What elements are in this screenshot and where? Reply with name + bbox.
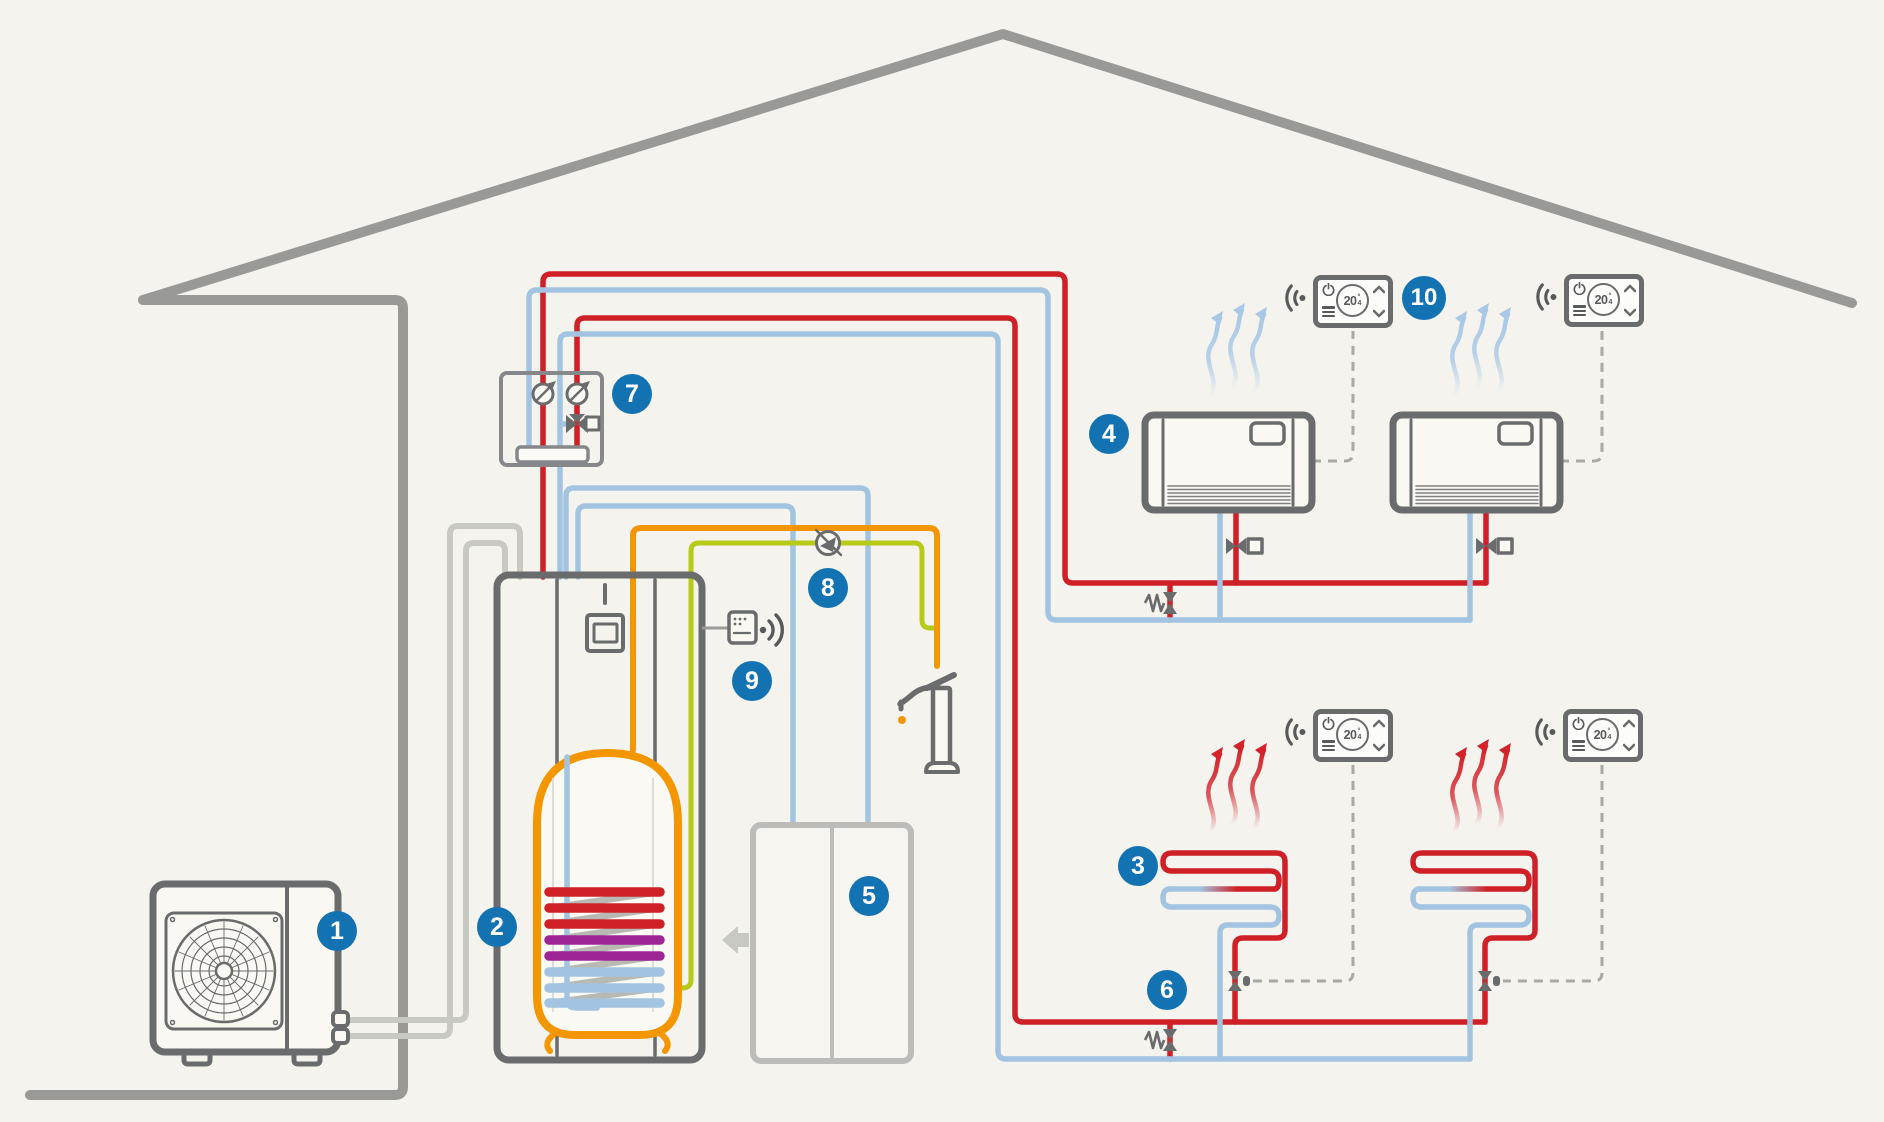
degree-symbol: ° <box>1608 292 1612 300</box>
thermostat-1: 20 °4 <box>1282 275 1393 328</box>
step-badge-1[interactable]: 1 <box>317 911 357 951</box>
step-badge-10[interactable]: 10 <box>1402 276 1446 320</box>
outdoor-connection-pipes <box>338 523 523 1039</box>
air-flow-arrow-icon <box>722 926 749 954</box>
step-badge-2[interactable]: 2 <box>477 907 517 947</box>
heating-supply-pipes <box>540 271 1538 1062</box>
fan-coil-unit-1 <box>1141 411 1316 514</box>
wireless-signal-icon <box>1285 284 1306 312</box>
thermostat-body: 20 °4 <box>1564 274 1644 327</box>
floor-loop-valve-icon <box>1228 971 1250 991</box>
bypass-valve-icon <box>1143 1029 1177 1051</box>
temperature-value: 20 <box>1594 292 1608 307</box>
wall-and-floor-line <box>25 295 408 1100</box>
thermostat-body: 20 °4 <box>1563 709 1643 762</box>
degree-symbol: ° <box>1607 727 1611 735</box>
warm-air-arrows <box>1206 739 1511 835</box>
temperature-dial: 20 °4 <box>1587 283 1620 316</box>
chevron-up-icon <box>1624 284 1636 293</box>
temperature-decimal: 4 <box>1608 298 1613 306</box>
zone-valve-icon <box>1226 537 1264 555</box>
mixing-valve-icon <box>566 414 601 433</box>
floor-loop-1-supply <box>1160 850 1288 1025</box>
power-icon <box>1572 717 1585 730</box>
thermostat-3: 20 °4 <box>1282 709 1393 762</box>
bypass-valve-icon <box>1143 592 1177 614</box>
faucet-icon <box>897 672 960 774</box>
temperature-dial: 20 °4 <box>1586 718 1619 751</box>
zone-valve-icon <box>1476 537 1514 555</box>
house-outline <box>25 29 1857 1100</box>
dhw-hot-pipe <box>630 525 940 753</box>
hot-water-tank <box>533 749 682 1054</box>
wireless-signal-icon <box>1535 718 1556 746</box>
heating-return-pipes <box>526 287 1532 1062</box>
temperature-decimal: 4 <box>1357 299 1362 307</box>
temperature-dial: 20 °4 <box>1336 284 1369 317</box>
temperature-value: 20 <box>1593 727 1607 742</box>
menu-icon <box>1322 306 1335 319</box>
control-dashed-lines <box>1253 331 1604 983</box>
thermostat-body: 20 °4 <box>1313 275 1393 328</box>
chevron-down-icon <box>1373 309 1385 318</box>
floor-loop-2-return <box>1410 886 1532 1062</box>
check-valve-icon <box>814 528 843 557</box>
temperature-value: 20 <box>1343 727 1357 742</box>
chevron-up-icon <box>1373 285 1385 294</box>
fan-coil-unit-2 <box>1389 411 1564 514</box>
thermostat-2: 20 °4 <box>1533 274 1644 327</box>
wireless-signal-icon <box>1536 283 1557 311</box>
step-badge-9[interactable]: 9 <box>732 661 772 701</box>
step-badge-5[interactable]: 5 <box>849 876 889 916</box>
outdoor-heat-pump-unit <box>149 880 350 1067</box>
step-badge-3[interactable]: 3 <box>1118 846 1158 886</box>
chevron-down-icon <box>1623 743 1635 752</box>
utility-cabinet <box>722 822 914 1064</box>
temperature-decimal: 4 <box>1607 733 1612 741</box>
degree-symbol: ° <box>1357 727 1361 735</box>
pump-group <box>499 371 604 467</box>
tank-coil <box>544 754 665 1011</box>
chevron-down-icon <box>1624 308 1636 317</box>
domestic-water-pipes <box>563 485 940 991</box>
wireless-signal-icon <box>1285 718 1306 746</box>
roof-line <box>138 29 1857 308</box>
cool-air-arrows <box>1206 303 1511 399</box>
chevron-up-icon <box>1373 719 1385 728</box>
floor-loop-1-return <box>1160 886 1282 1062</box>
water-drop-icon <box>898 716 906 724</box>
step-badge-4[interactable]: 4 <box>1089 414 1129 454</box>
temperature-value: 20 <box>1343 293 1357 308</box>
signal-waves-icon <box>759 613 784 647</box>
manifold <box>515 445 590 464</box>
thermostat-4: 20 °4 <box>1532 709 1643 762</box>
pump-icon <box>565 381 590 406</box>
wireless-gateway-module <box>702 610 784 647</box>
indoor-unit <box>493 571 706 1064</box>
menu-icon <box>1572 740 1585 753</box>
step-badge-8[interactable]: 8 <box>808 568 848 608</box>
menu-icon <box>1573 305 1586 318</box>
floor-loop-2-supply <box>1410 850 1538 1025</box>
chevron-up-icon <box>1623 719 1635 728</box>
power-icon <box>1573 282 1586 295</box>
temperature-dial: 20 °4 <box>1336 718 1369 751</box>
power-icon <box>1322 717 1335 730</box>
fan-icon <box>171 918 277 1024</box>
dhw-recirculation-pipe <box>679 540 939 991</box>
chevron-down-icon <box>1373 743 1385 752</box>
step-badge-6[interactable]: 6 <box>1147 970 1187 1010</box>
step-badge-7[interactable]: 7 <box>612 374 652 414</box>
floor-loop-valve-icon <box>1478 971 1500 991</box>
unit-display <box>585 613 625 653</box>
pump-icon <box>531 381 556 406</box>
thermostat-body: 20 °4 <box>1313 709 1393 762</box>
menu-icon <box>1322 740 1335 753</box>
power-icon <box>1322 283 1335 296</box>
degree-symbol: ° <box>1357 293 1361 301</box>
temperature-decimal: 4 <box>1357 733 1362 741</box>
